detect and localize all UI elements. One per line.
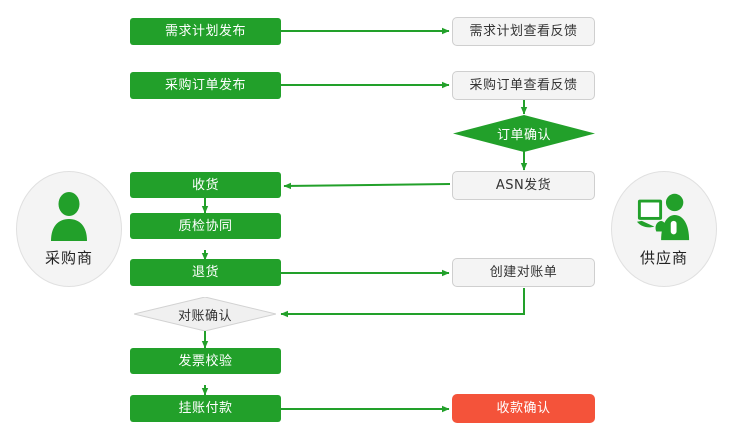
node-label: 挂账付款 <box>178 401 233 416</box>
node-label: 采购订单查看反馈 <box>469 78 578 93</box>
node-label: 创建对账单 <box>489 265 558 280</box>
node-purchase-order-publish[interactable]: 采购订单发布 <box>130 72 281 99</box>
edge-asn-to-receipt <box>283 182 451 190</box>
node-statement-confirm[interactable]: 对账确认 <box>134 297 276 331</box>
node-label: 需求计划查看反馈 <box>469 24 578 39</box>
node-return-goods[interactable]: 退货 <box>130 259 281 286</box>
node-label: 收货 <box>191 177 219 193</box>
node-goods-receipt[interactable]: 收货 <box>130 172 281 198</box>
actor-supplier-label: 供应商 <box>639 248 688 267</box>
node-label: 发票校验 <box>178 353 233 369</box>
node-label: 订单确认 <box>496 128 551 143</box>
node-label: 退货 <box>191 265 219 280</box>
actor-buyer: 采购商 <box>16 171 122 287</box>
node-create-statement[interactable]: 创建对账单 <box>452 258 595 287</box>
actor-supplier: 供应商 <box>611 171 717 287</box>
node-demand-plan-publish[interactable]: 需求计划发布 <box>130 18 281 45</box>
node-asn-shipment[interactable]: ASN发货 <box>452 171 595 200</box>
edge-statement-to-confirm <box>280 288 525 318</box>
node-demand-plan-feedback[interactable]: 需求计划查看反馈 <box>452 17 595 46</box>
node-label: 收款确认 <box>496 401 551 416</box>
node-quality-collaboration[interactable]: 质检协同 <box>130 213 281 239</box>
node-label: 需求计划发布 <box>164 24 246 39</box>
person-computer-icon <box>636 191 692 241</box>
node-invoice-verify[interactable]: 发票校验 <box>130 348 281 374</box>
node-order-confirm[interactable]: 订单确认 <box>453 115 595 152</box>
node-purchase-order-feedback[interactable]: 采购订单查看反馈 <box>452 71 595 100</box>
person-icon <box>41 191 97 241</box>
node-payable-payment[interactable]: 挂账付款 <box>130 395 281 422</box>
node-label: 采购订单发布 <box>164 78 246 93</box>
node-label: 质检协同 <box>178 218 233 234</box>
node-label: ASN发货 <box>495 178 552 193</box>
node-payment-confirm[interactable]: 收款确认 <box>452 394 595 423</box>
node-label: 对账确认 <box>177 308 232 324</box>
actor-buyer-label: 采购商 <box>44 248 93 267</box>
